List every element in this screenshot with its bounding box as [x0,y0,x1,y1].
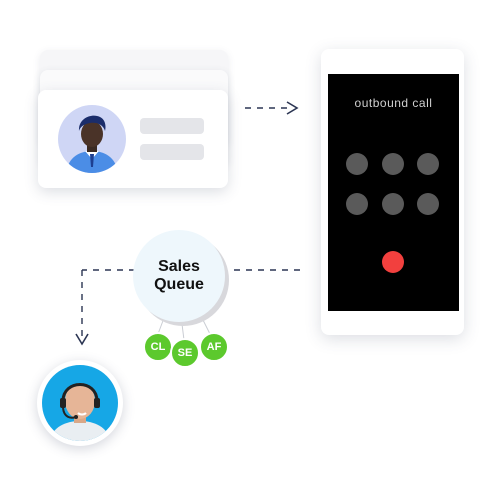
contact-name-placeholder [140,118,204,134]
arrowhead-down-icon [75,333,89,346]
queue-label-line1: Sales [158,258,200,275]
sales-queue-node: Sales Queue [133,230,225,322]
queue-label-line2: Queue [154,276,204,293]
keypad-button[interactable] [346,193,368,215]
call-status-text: outbound call [354,96,433,110]
end-call-button[interactable] [382,251,404,273]
keypad-button[interactable] [346,153,368,175]
keypad-button[interactable] [382,153,404,175]
phone-screen: outbound call [328,74,459,311]
arrowhead-right-icon [286,101,299,115]
keypad-button[interactable] [417,153,439,175]
contact-detail-placeholder [140,144,204,160]
contact-card [38,90,228,188]
agent-badge-cl: CL [143,332,173,362]
agent-badge-af: AF [199,332,229,362]
keypad-button[interactable] [417,193,439,215]
badge-connector-se [181,323,185,341]
keypad-button[interactable] [382,193,404,215]
agent-badge-se: SE [170,338,200,368]
agent-headset-icon [42,365,118,441]
agent-avatar [37,360,123,446]
contact-avatar-icon [58,105,126,173]
